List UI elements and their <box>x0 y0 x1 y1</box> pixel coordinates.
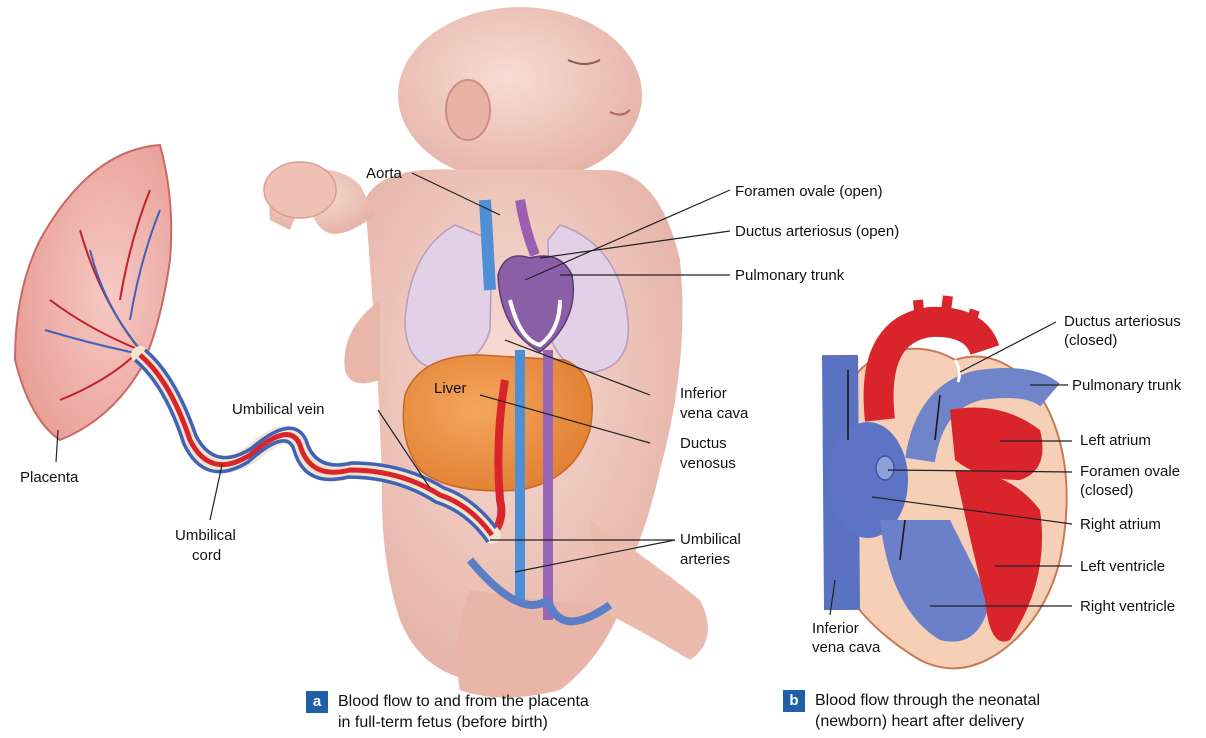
label-umbilical-arteries-1: Umbilical <box>680 530 741 549</box>
panel-a-caption-line2: in full-term fetus (before birth) <box>338 712 548 733</box>
label-inferior-vena-cava-a-1: Inferior <box>680 384 727 403</box>
label-umbilical-arteries-2: arteries <box>680 550 730 569</box>
label-ductus-arteriosus-closed-2: (closed) <box>1064 331 1117 350</box>
panel-a-caption-line1: Blood flow to and from the placenta <box>338 691 589 712</box>
label-inferior-vena-cava-b-2: vena cava <box>812 638 880 657</box>
label-umbilical-cord-2: cord <box>192 546 221 565</box>
label-ductus-venosus-2: venosus <box>680 454 736 473</box>
label-placenta: Placenta <box>20 468 78 487</box>
label-left-ventricle: Left ventricle <box>1080 557 1165 576</box>
label-pulmonary-trunk-a: Pulmonary trunk <box>735 266 844 285</box>
label-pulmonary-trunk-b: Pulmonary trunk <box>1072 376 1181 395</box>
label-inferior-vena-cava-b-1: Inferior <box>812 619 859 638</box>
label-foramen-ovale-closed-1: Foramen ovale <box>1080 462 1180 481</box>
neonatal-heart <box>827 296 1067 668</box>
label-right-ventricle: Right ventricle <box>1080 597 1175 616</box>
label-ductus-arteriosus-closed-1: Ductus arteriosus <box>1064 312 1181 331</box>
label-aorta: Aorta <box>366 164 402 183</box>
label-umbilical-vein: Umbilical vein <box>232 400 325 419</box>
panel-b-badge: b <box>783 690 805 712</box>
label-left-atrium: Left atrium <box>1080 431 1151 450</box>
label-ductus-arteriosus-open: Ductus arteriosus (open) <box>735 222 899 241</box>
label-foramen-ovale-closed-2: (closed) <box>1080 481 1133 500</box>
panel-b-caption-line1: Blood flow through the neonatal <box>815 690 1040 711</box>
label-inferior-vena-cava-a-2: vena cava <box>680 404 748 423</box>
label-ductus-venosus-1: Ductus <box>680 434 727 453</box>
placenta <box>15 145 171 440</box>
panel-b-caption-line2: (newborn) heart after delivery <box>815 711 1024 732</box>
fetus-body <box>264 7 708 698</box>
superior-vena-cava <box>485 200 490 290</box>
label-umbilical-cord-1: Umbilical <box>175 526 236 545</box>
panel-a-badge: a <box>306 691 328 713</box>
label-foramen-ovale-open: Foramen ovale (open) <box>735 182 883 201</box>
label-right-atrium: Right atrium <box>1080 515 1161 534</box>
label-liver: Liver <box>434 379 467 398</box>
